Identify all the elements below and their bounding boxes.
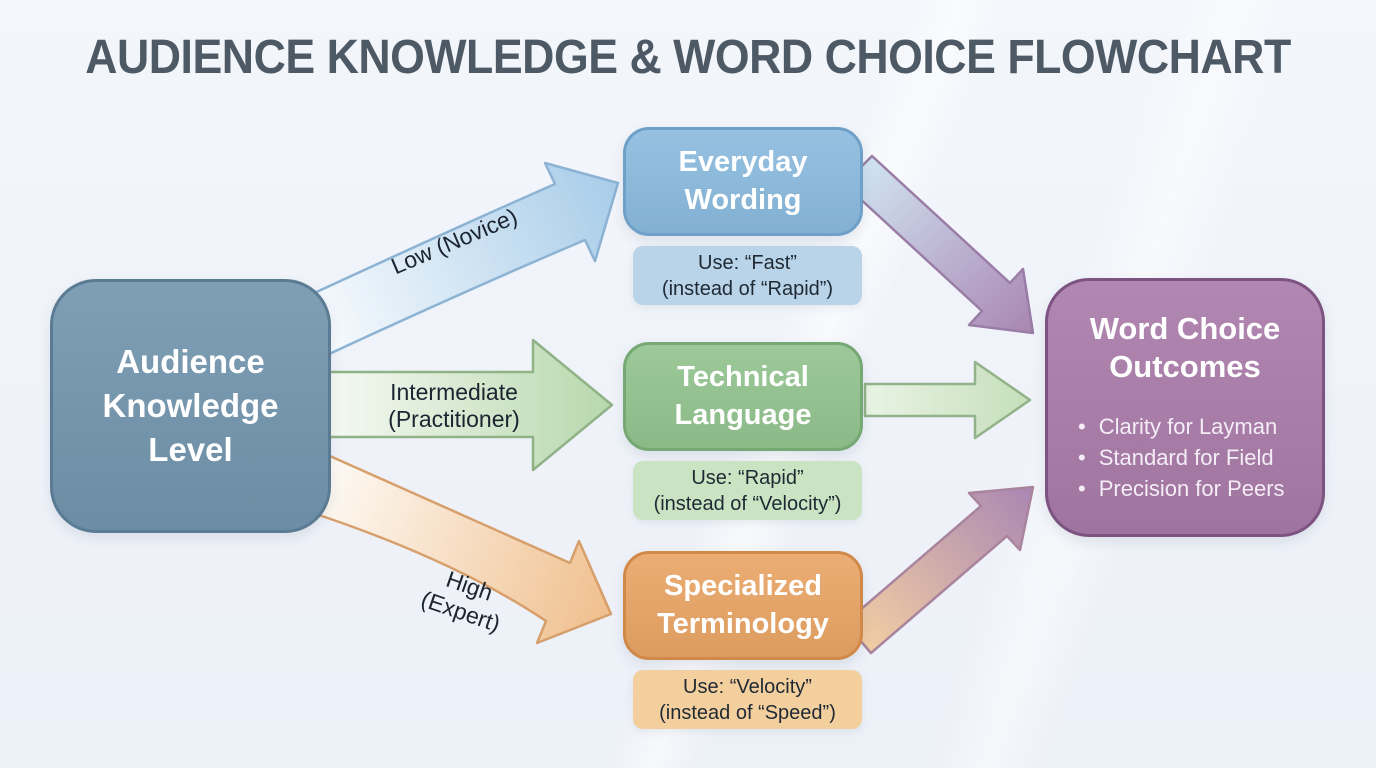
arrow-high-expert <box>308 446 613 645</box>
outcome-bullet: Precision for Peers <box>1078 474 1285 505</box>
outcome-bullet: Standard for Field <box>1078 443 1285 474</box>
node-audience-knowledge-level: Audience Knowledge Level <box>50 279 331 533</box>
arrow-low-novice <box>308 161 620 364</box>
outcome-bullet: Clarity for Layman <box>1078 412 1285 443</box>
arrow-specialized-to-outcomes <box>843 485 1035 655</box>
usage-note-everyday-wording: Use: “Fast” (instead of “Rapid”) <box>633 246 862 305</box>
node-technical-language: Technical Language <box>623 342 863 451</box>
node-everyday-wording: Everyday Wording <box>623 127 863 236</box>
node-specialized-terminology: Specialized Terminology <box>623 551 863 660</box>
arrow-technical-to-outcomes <box>863 360 1032 440</box>
usage-note-specialized-terminology: Use: “Velocity” (instead of “Speed”) <box>633 670 862 729</box>
outcome-bullet-list: Clarity for Layman Standard for Field Pr… <box>1048 412 1285 504</box>
usage-note-technical-language: Use: “Rapid” (instead of “Velocity”) <box>633 461 862 520</box>
outcome-title: Word Choice Outcomes <box>1089 311 1281 385</box>
flowchart-title: AUDIENCE KNOWLEDGE & WORD CHOICE FLOWCHA… <box>85 31 1291 84</box>
arrow-everyday-to-outcomes <box>842 154 1035 335</box>
arrow-intermediate-practitioner <box>318 338 614 472</box>
arrow-label-intermediate-practitioner: Intermediate (Practitioner) <box>388 378 520 432</box>
node-word-choice-outcomes: Word Choice Outcomes Clarity for Layman … <box>1045 278 1325 537</box>
